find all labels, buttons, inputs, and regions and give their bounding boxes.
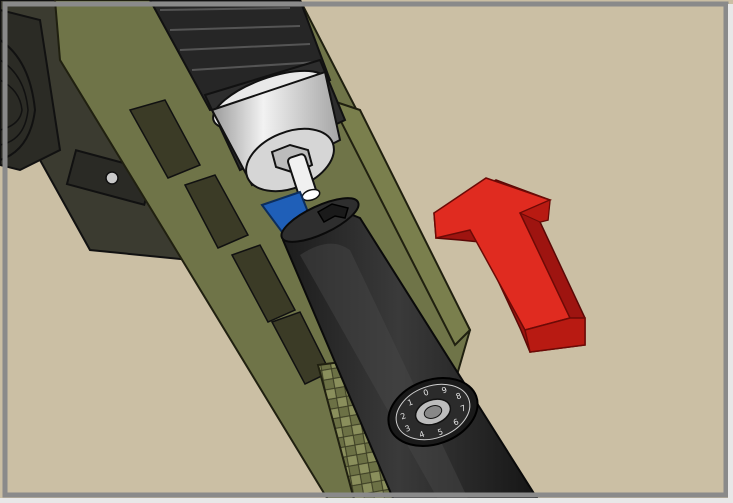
dial-digit: 8	[455, 391, 463, 401]
dial-digit: 4	[418, 430, 426, 440]
frame-border	[2, 1, 729, 498]
dial-digit: 6	[452, 417, 460, 427]
dial-digit: 9	[441, 385, 449, 395]
dial-digit: 5	[436, 427, 444, 437]
dial-digit: 2	[399, 411, 407, 421]
direction-arrow	[433, 177, 586, 353]
dial-digit: 7	[459, 403, 467, 413]
thread-adapter	[203, 58, 347, 202]
dial-digit: 1	[406, 398, 414, 408]
dial-digit: 0	[422, 388, 430, 398]
dial-digit: 3	[404, 424, 412, 434]
